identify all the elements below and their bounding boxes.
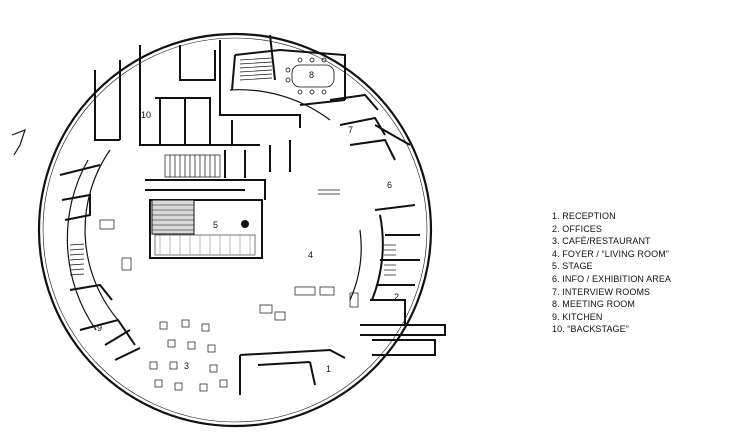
room-number-7: 7 xyxy=(348,125,353,135)
cafe-tables xyxy=(149,319,228,392)
room-numbers: 1 2 3 4 5 6 7 8 9 10 xyxy=(97,70,399,374)
legend-item-5: 5. STAGE xyxy=(552,261,593,272)
stair-west xyxy=(69,243,85,276)
legend-item-3: 3. CAFÉ/RESTAURANT xyxy=(552,236,651,247)
room-number-6: 6 xyxy=(387,180,392,190)
outer-wall xyxy=(37,32,433,428)
room-number-1: 1 xyxy=(326,364,331,374)
stair-east xyxy=(384,244,396,276)
room-number-9: 9 xyxy=(97,323,102,333)
legend-item-9: 9. KITCHEN xyxy=(552,311,603,322)
legend-item-8: 8. MEETING ROOM xyxy=(552,299,636,310)
room-number-8: 8 xyxy=(309,70,314,80)
room-number-2: 2 xyxy=(394,292,399,302)
room-number-5: 5 xyxy=(213,220,218,230)
meeting-table xyxy=(285,57,335,95)
inner-arcs xyxy=(66,89,384,331)
legend-item-2: 2. OFFICES xyxy=(552,223,603,234)
legend-item-4: 4. FOYER / “LIVING ROOM” xyxy=(552,248,669,259)
legend-item-7: 7. INTERVIEW ROOMS xyxy=(552,286,651,297)
room-number-3: 3 xyxy=(184,361,189,371)
legend-item-6: 6. INFO / EXHIBITION AREA xyxy=(552,273,672,284)
office-walls xyxy=(360,204,446,356)
stage xyxy=(149,199,263,259)
stair-north xyxy=(239,57,273,81)
stair-center xyxy=(164,154,221,178)
meeting-room-walls xyxy=(231,34,346,106)
kitchen-walls xyxy=(59,164,141,361)
legend: 1. RECEPTION 2. OFFICES 3. CAFÉ/RESTAURA… xyxy=(552,210,671,336)
foyer-furniture xyxy=(99,189,359,321)
room-number-4: 4 xyxy=(308,250,313,260)
legend-item-10: 10. “BACKSTAGE” xyxy=(552,324,629,335)
entrance-canopy xyxy=(11,128,26,156)
backstage-walls xyxy=(94,40,301,146)
reception-walls xyxy=(239,348,346,395)
core-walls xyxy=(145,140,291,200)
room-number-10: 10 xyxy=(141,110,151,120)
interview-room-walls xyxy=(329,93,411,161)
legend-item-1: 1. RECEPTION xyxy=(552,211,616,221)
